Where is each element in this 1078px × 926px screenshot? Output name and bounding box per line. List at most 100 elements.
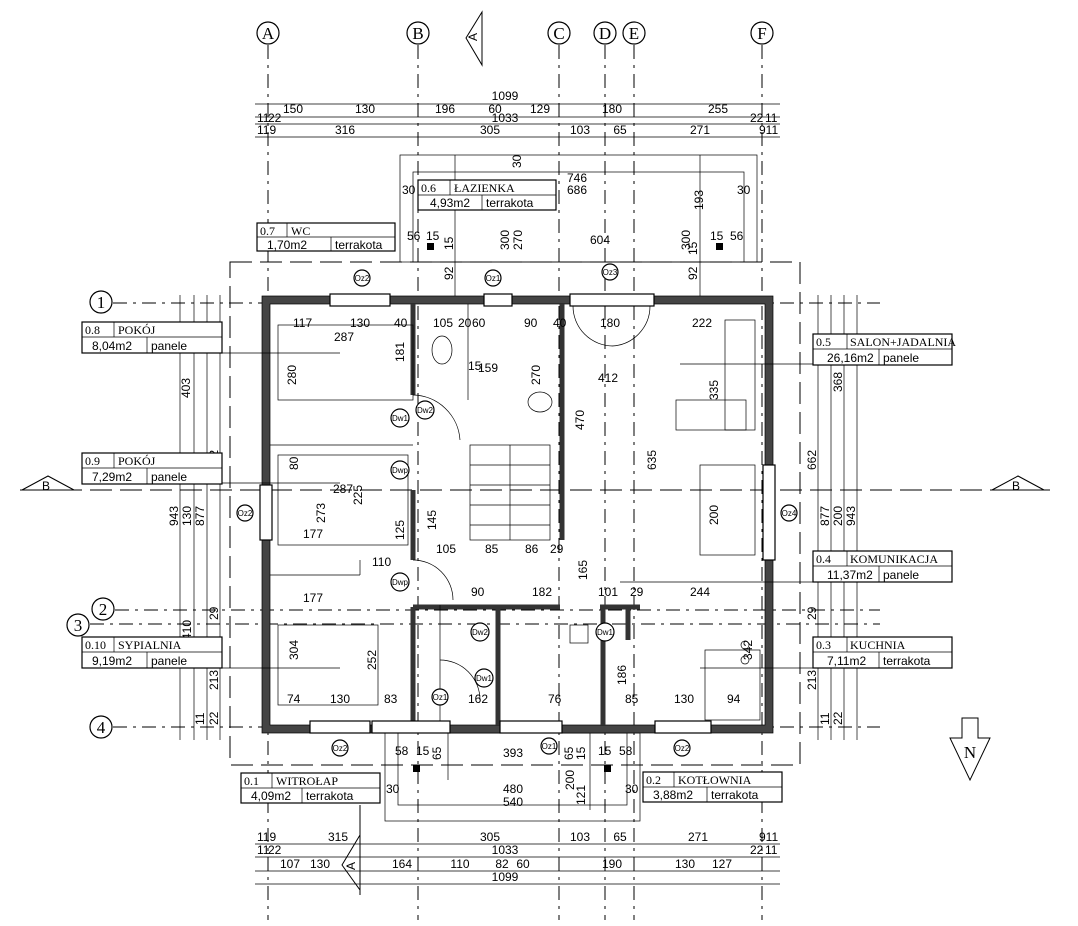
room-floor: terrakota	[486, 196, 534, 210]
svg-text:180: 180	[602, 102, 622, 116]
axis-bubble-f: F	[750, 21, 774, 45]
svg-text:412: 412	[598, 371, 618, 385]
svg-text:3: 3	[74, 616, 83, 635]
svg-text:164: 164	[392, 857, 412, 871]
svg-text:270: 270	[529, 365, 543, 385]
svg-text:65: 65	[613, 123, 627, 137]
svg-text:Oz2: Oz2	[333, 744, 348, 753]
svg-text:110: 110	[372, 555, 391, 569]
svg-text:686: 686	[567, 183, 587, 197]
room-name: KOMUNIKACJA	[850, 552, 938, 566]
svg-text:255: 255	[708, 102, 728, 116]
svg-text:200: 200	[831, 506, 845, 526]
svg-text:22: 22	[268, 111, 282, 125]
svg-text:60: 60	[472, 316, 486, 330]
dimensions-bottom-porch: 393 480 540 30 30 200 121 58 15 58 15 65…	[386, 744, 639, 809]
svg-text:56: 56	[407, 229, 421, 243]
svg-text:393: 393	[503, 746, 523, 760]
svg-text:107: 107	[280, 857, 300, 871]
window-symbol-icon: Oz4	[780, 504, 798, 522]
room-number: 0.8	[85, 323, 100, 337]
svg-text:C: C	[553, 24, 564, 43]
axis-bubble-c: C	[547, 21, 571, 45]
svg-text:119: 119	[257, 830, 276, 844]
svg-text:86: 86	[525, 542, 539, 556]
room-floor: terrakota	[883, 654, 931, 668]
svg-text:1033: 1033	[492, 111, 519, 125]
svg-text:877: 877	[818, 506, 832, 526]
svg-text:181: 181	[393, 342, 407, 362]
svg-text:60: 60	[516, 857, 530, 871]
svg-text:A: A	[262, 24, 275, 43]
svg-text:Dw1: Dw1	[392, 414, 409, 423]
room-number: 0.2	[646, 773, 661, 787]
svg-text:30: 30	[625, 782, 639, 796]
svg-text:746: 746	[567, 171, 587, 185]
svg-text:65: 65	[562, 746, 576, 760]
svg-text:480: 480	[503, 782, 523, 796]
svg-text:Dw2: Dw2	[417, 406, 434, 415]
window-symbol-icon: Oz1	[431, 688, 449, 706]
room-number: 0.4	[816, 552, 831, 566]
svg-text:B: B	[42, 479, 50, 493]
site-outlines	[229, 154, 801, 822]
room-name: ŁAZIENKA	[454, 181, 515, 195]
axis-bubble-4: 4	[89, 715, 113, 739]
svg-text:Dwp: Dwp	[392, 466, 409, 475]
dimensions-interior: 117 130 40 105 20 60 90 40 180 222 287 1…	[285, 316, 755, 706]
svg-text:22: 22	[750, 843, 764, 857]
svg-text:186: 186	[615, 665, 629, 685]
svg-text:280: 280	[285, 365, 299, 385]
door-symbol-icon: Dw2	[470, 622, 490, 642]
svg-text:Oz2: Oz2	[238, 509, 253, 518]
svg-text:30: 30	[510, 154, 524, 168]
svg-text:Oz1: Oz1	[486, 274, 501, 283]
svg-text:Dw1: Dw1	[476, 674, 493, 683]
svg-text:305: 305	[480, 123, 500, 137]
svg-text:15: 15	[426, 229, 440, 243]
svg-text:1099: 1099	[492, 870, 519, 884]
svg-text:Oz2: Oz2	[355, 274, 370, 283]
room-area: 4,93m2	[430, 196, 470, 210]
room-number: 0.1	[244, 774, 259, 788]
symbols: Oz2 Oz1 Oz3 Oz2 Oz4 Oz2 Oz2 Oz1 Oz1 Dw1 …	[236, 263, 798, 757]
room-floor: terrakota	[335, 238, 383, 252]
svg-text:60: 60	[488, 102, 502, 116]
room-number: 0.10	[85, 638, 106, 652]
door-symbol-icon: Dwp	[390, 572, 410, 592]
svg-text:Oz3: Oz3	[603, 268, 618, 277]
door-symbol-icon: Dw1	[390, 408, 410, 428]
svg-text:B: B	[412, 24, 423, 43]
room-number: 0.3	[816, 638, 831, 652]
svg-text:911: 911	[759, 830, 778, 844]
svg-text:Oz1: Oz1	[433, 693, 448, 702]
svg-text:103: 103	[570, 830, 590, 844]
svg-text:2: 2	[99, 600, 108, 619]
svg-text:22: 22	[268, 843, 282, 857]
svg-text:65: 65	[613, 830, 627, 844]
svg-text:130: 130	[675, 857, 695, 871]
section-marker-b-right: B	[990, 475, 1050, 493]
svg-text:11: 11	[765, 843, 778, 857]
svg-text:304: 304	[287, 640, 301, 660]
svg-text:80: 80	[287, 456, 301, 470]
svg-text:F: F	[757, 24, 766, 43]
svg-text:A: A	[466, 33, 480, 41]
axis-bubble-2: 2	[91, 597, 115, 621]
svg-text:110: 110	[450, 857, 469, 871]
svg-text:65: 65	[430, 746, 444, 760]
walls	[261, 295, 774, 734]
svg-text:40: 40	[394, 316, 408, 330]
room-name: POKÓJ	[118, 454, 156, 468]
svg-text:15: 15	[598, 744, 612, 758]
svg-text:29: 29	[630, 585, 644, 599]
svg-text:11: 11	[765, 111, 778, 125]
svg-text:540: 540	[503, 795, 523, 809]
svg-text:15: 15	[468, 359, 482, 373]
room-number: 0.6	[421, 181, 436, 195]
svg-text:83: 83	[384, 692, 398, 706]
room-floor: panele	[883, 568, 919, 582]
